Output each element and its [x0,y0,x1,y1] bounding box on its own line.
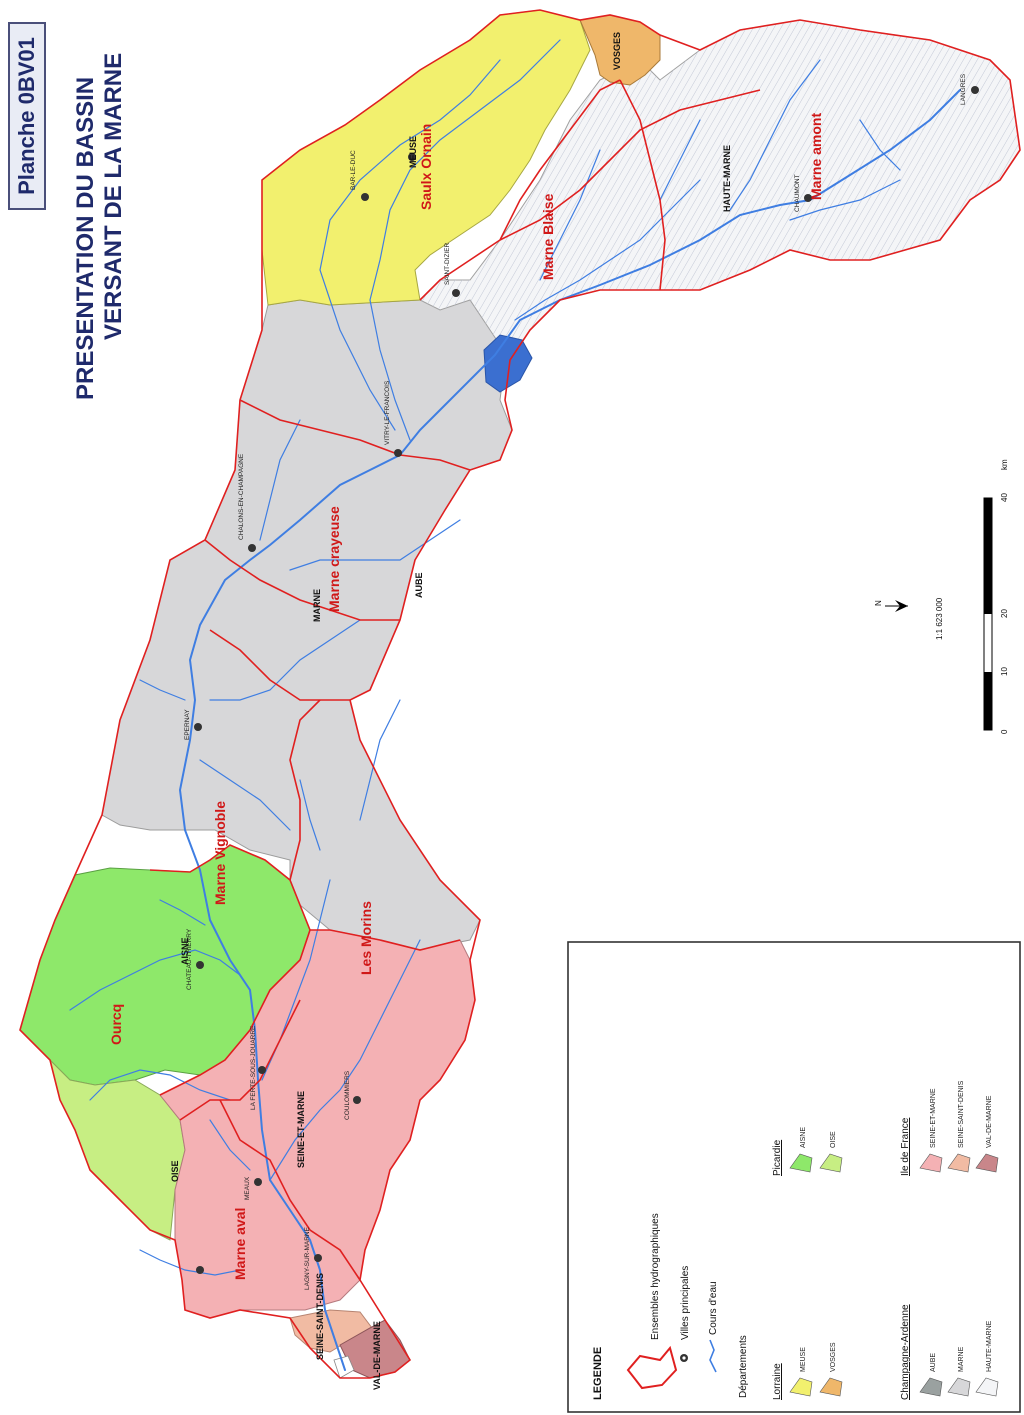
legend-title: LEGENDE [592,1346,604,1400]
legend-region-idf: Ile de France [900,1117,911,1176]
city-label-coulommiers: COULOMMIERS [344,1070,351,1120]
dept-oise-area [49,1058,186,1241]
legend-item-aube: AUBE [930,1352,937,1372]
scale-unit: km [1000,459,1009,470]
legend-item-haute-marne: HAUTE-MARNE [986,1320,993,1372]
north-label: N [874,600,883,606]
dept-label-marne: MARNE [312,589,322,622]
legend-departements: Départements [738,1335,749,1398]
scale-tick-0: 0 [1000,729,1009,734]
city-label-vitry: VITRY-LE-FRANCOIS [384,380,391,445]
legend-item-meuse: MEUSE [800,1347,807,1372]
dept-label-meuse: MEUSE [408,135,418,168]
city-label-saint-dizier: SAINT-DIZIER [444,242,451,285]
scale-ratio: 1:1 623 000 [935,597,944,640]
basin-label-marne-aval: Marne aval [232,1207,248,1280]
city-label-chaumont: CHAUMONT [794,174,801,212]
basin-label-marne-amont: Marne amont [808,112,824,200]
legend-item-vosges: VOSGES [830,1342,837,1372]
scale-tick-40: 40 [1000,493,1009,502]
legend-villes: Villes principales [680,1265,691,1340]
title-line-2: VERSANT DE LA MARNE [100,52,127,340]
scale-bar-graphic [983,497,993,731]
dept-label-haute-marne: HAUTE-MARNE [722,145,732,212]
basin-outlines [19,9,1021,1379]
dept-label-aube: AUBE [414,572,424,598]
title-line-1: PRESENTATION DU BASSIN [72,76,99,400]
basin-label-marne-blaise: Marne Blaise [540,193,556,280]
basin-label-marne-crayeuse: Marne crayeuse [326,506,342,612]
legend-item-aisne: AISNE [800,1126,807,1148]
legend-item-marne: MARNE [958,1346,965,1372]
legend-symbols [626,1153,999,1397]
dept-label-val-de-marne: VAL-DE-MARNE [372,1321,382,1390]
dept-marne-area [101,279,513,951]
city-label-meaux: MEAUX [244,1176,251,1200]
city-label-chalons: CHALONS-EN-CHAMPAGNE [238,453,245,540]
city-label-bar-le-duc: BAR-LE-DUC [350,150,357,190]
basin-label-les-morins: Les Morins [358,901,374,975]
scale-tick-20: 20 [1000,609,1009,618]
north-arrow-icon [885,600,908,612]
lake-area [483,334,533,393]
dept-label-seine-et-marne: SEINE-ET-MARNE [296,1090,306,1168]
legend-item-val-de-marne: VAL-DE-MARNE [986,1095,993,1148]
legend-item-oise: OISE [830,1131,837,1148]
legend-region-lorraine: Lorraine [772,1363,783,1400]
legend-region-champagne: Champagne-Ardenne [900,1304,911,1400]
city-label-langres: LANGRES [960,73,967,105]
city-label-la-ferte: LA FERTE-SOUS-JOUARRE [250,1025,257,1110]
legend-item-seine-et-marne: SEINE-ET-MARNE [930,1088,937,1148]
city-label-epernay: EPERNAY [184,709,191,740]
city-label-chateau-thierry: CHATEAU-THIERRY [186,928,193,990]
legend-region-picardie: Picardie [772,1139,783,1176]
legend-frame [567,941,1021,1413]
city-label-lagny: LAGNY-SUR-MARNE [304,1227,311,1290]
basin-label-marne-vignoble: Marne Vignoble [212,801,228,905]
dept-label-vosges: VOSGES [612,31,622,70]
rivers [69,39,961,1371]
dept-label-oise: OISE [170,1160,180,1182]
basin-label-ourcq: Ourcq [108,1003,124,1045]
basin-label-saulx-ornain: Saulx Ornain [418,123,434,210]
legend-item-seine-saint-denis: SEINE-SAINT-DENIS [958,1080,965,1148]
city-dots [194,86,979,1274]
plate-label: Planche 0BV01 [8,22,46,210]
legend-ensembles: Ensembles hydrographiques [650,1213,661,1340]
legend-cours: Cours d'eau [708,1281,719,1335]
scale-tick-10: 10 [1000,667,1009,676]
dept-label-seine-saint-denis: SEINE-SAINT-DENIS [315,1272,325,1360]
